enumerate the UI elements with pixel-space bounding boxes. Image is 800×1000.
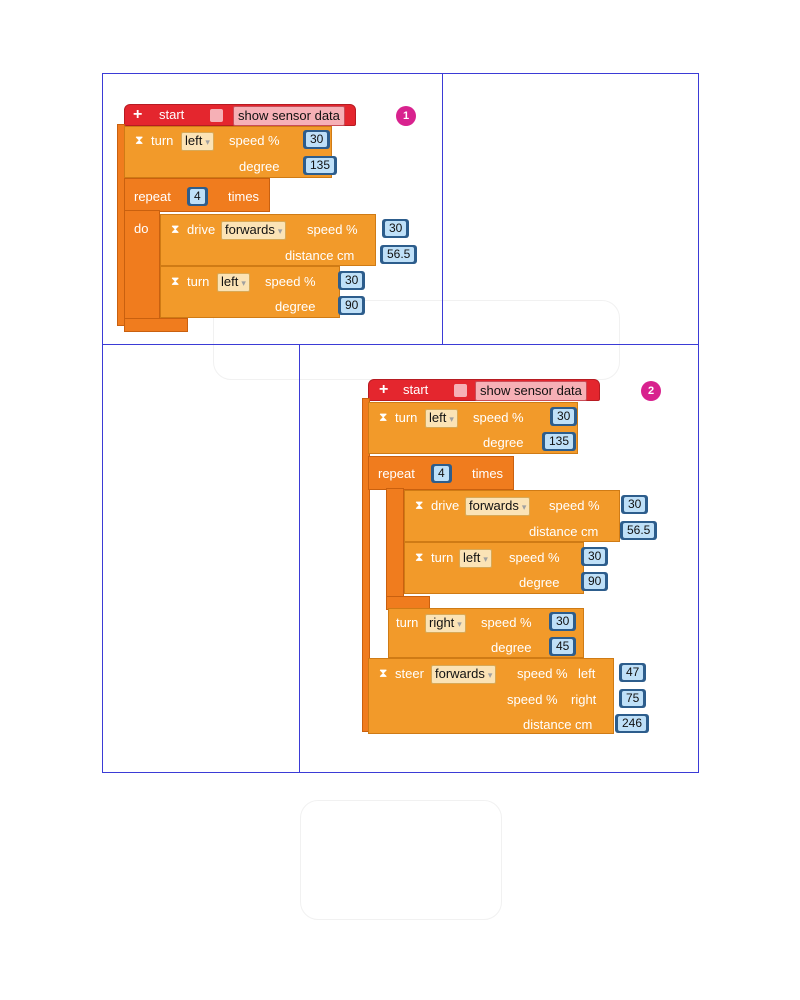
repeat-count-input[interactable]: 4 xyxy=(431,464,452,483)
turn-label: turn xyxy=(187,274,210,289)
distance-input[interactable]: 56.5 xyxy=(380,245,418,264)
drive-block[interactable]: ⧗ drive forwards▾ speed % 30 distance cm… xyxy=(160,214,418,266)
speed-label: speed % xyxy=(481,615,532,630)
times-label: times xyxy=(228,189,260,204)
degree-label: degree xyxy=(483,435,524,450)
show-sensor-data-label: show sensor data xyxy=(233,106,345,126)
speed-label: speed % xyxy=(517,666,568,681)
turn-block[interactable]: ⧗ turn left▾ speed % 30 degree 135 xyxy=(124,126,338,178)
drive-direction-dropdown[interactable]: forwards▾ xyxy=(221,221,287,240)
grid-cell-top-right xyxy=(442,73,699,345)
left-label: left xyxy=(578,666,596,681)
degree-label: degree xyxy=(491,640,532,655)
times-label: times xyxy=(472,466,504,481)
speed-input[interactable]: 30 xyxy=(338,271,366,290)
speed-right-input[interactable]: 75 xyxy=(619,689,647,708)
repeat-block[interactable]: repeat 4 times xyxy=(368,456,514,490)
plus-icon: + xyxy=(133,106,143,123)
speed-label: speed % xyxy=(507,692,558,707)
distance-input[interactable]: 56.5 xyxy=(620,521,658,540)
steer-block[interactable]: ⧗ steer forwards▾ speed % left 47 speed … xyxy=(368,658,650,734)
start-label: start xyxy=(403,382,429,397)
repeat-block[interactable]: repeat 4 times xyxy=(124,178,270,212)
degree-label: degree xyxy=(275,299,316,314)
step-badge-2: 2 xyxy=(641,381,661,401)
distance-label: distance cm xyxy=(523,717,593,732)
distance-label: distance cm xyxy=(285,248,355,263)
steer-direction-dropdown[interactable]: forwards▾ xyxy=(431,665,497,684)
repeat-label: repeat xyxy=(378,466,415,481)
hourglass-icon: ⧗ xyxy=(379,666,388,680)
repeat-body-arm xyxy=(386,488,404,610)
speed-input[interactable]: 30 xyxy=(550,407,578,426)
distance-input[interactable]: 246 xyxy=(615,714,650,733)
degree-label: degree xyxy=(519,575,560,590)
speed-input[interactable]: 30 xyxy=(303,130,331,149)
turn-label: turn xyxy=(395,410,418,425)
repeat-body-arm: do xyxy=(124,210,160,322)
speed-input[interactable]: 30 xyxy=(549,612,577,631)
start-block[interactable]: + start show sensor data xyxy=(124,104,356,126)
speed-label: speed % xyxy=(229,133,280,148)
turn-block[interactable]: ⧗ turn left▾ speed % 30 degree 135 xyxy=(368,402,578,454)
background-card xyxy=(300,800,502,920)
turn-label: turn xyxy=(431,550,454,565)
speed-label: speed % xyxy=(265,274,316,289)
speed-input[interactable]: 30 xyxy=(581,547,609,566)
repeat-count-input[interactable]: 4 xyxy=(187,187,208,206)
speed-left-input[interactable]: 47 xyxy=(619,663,647,682)
hourglass-icon: ⧗ xyxy=(415,550,424,564)
turn-direction-dropdown[interactable]: left▾ xyxy=(217,273,250,292)
distance-label: distance cm xyxy=(529,524,599,539)
repeat-label: repeat xyxy=(134,189,171,204)
speed-label: speed % xyxy=(473,410,524,425)
sensor-checkbox[interactable] xyxy=(210,109,223,122)
degree-input[interactable]: 135 xyxy=(542,432,577,451)
degree-label: degree xyxy=(239,159,280,174)
step-badge-1: 1 xyxy=(396,106,416,126)
turn-block[interactable]: ⧗ turn left▾ speed % 30 degree 90 xyxy=(160,266,366,318)
repeat-footer xyxy=(124,318,188,332)
start-block[interactable]: + start show sensor data xyxy=(368,379,600,401)
degree-input[interactable]: 45 xyxy=(549,637,577,656)
turn-label: turn xyxy=(151,133,174,148)
right-label: right xyxy=(571,692,597,707)
stack-spine xyxy=(362,398,370,732)
grid-cell-bottom-right xyxy=(299,344,699,773)
turn-direction-dropdown[interactable]: right▾ xyxy=(425,614,466,633)
hourglass-icon: ⧗ xyxy=(171,274,180,288)
hourglass-icon: ⧗ xyxy=(415,498,424,512)
show-sensor-data-label: show sensor data xyxy=(475,381,587,401)
drive-label: drive xyxy=(187,222,216,237)
turn-direction-dropdown[interactable]: left▾ xyxy=(425,409,458,428)
do-label: do xyxy=(134,221,149,236)
turn-label: turn xyxy=(396,615,419,630)
degree-input[interactable]: 90 xyxy=(338,296,366,315)
turn-right-block[interactable]: turn right▾ speed % 30 degree 45 xyxy=(388,608,584,658)
hourglass-icon: ⧗ xyxy=(171,222,180,236)
drive-direction-dropdown[interactable]: forwards▾ xyxy=(465,497,531,516)
turn-direction-dropdown[interactable]: left▾ xyxy=(181,132,214,151)
speed-label: speed % xyxy=(509,550,560,565)
drive-block[interactable]: ⧗ drive forwards▾ speed % 30 distance cm… xyxy=(404,490,658,542)
sensor-checkbox[interactable] xyxy=(454,384,467,397)
speed-label: speed % xyxy=(549,498,600,513)
turn-direction-dropdown[interactable]: left▾ xyxy=(459,549,492,568)
speed-label: speed % xyxy=(307,222,358,237)
speed-input[interactable]: 30 xyxy=(382,219,410,238)
steer-label: steer xyxy=(395,666,424,681)
hourglass-icon: ⧗ xyxy=(379,410,388,424)
plus-icon: + xyxy=(379,381,389,398)
grid-cell-bottom-left xyxy=(102,344,300,773)
degree-input[interactable]: 135 xyxy=(303,156,338,175)
turn-block[interactable]: ⧗ turn left▾ speed % 30 degree 90 xyxy=(404,542,609,594)
start-label: start xyxy=(159,107,185,122)
drive-label: drive xyxy=(431,498,460,513)
degree-input[interactable]: 90 xyxy=(581,572,609,591)
hourglass-icon: ⧗ xyxy=(135,133,144,147)
speed-input[interactable]: 30 xyxy=(621,495,649,514)
